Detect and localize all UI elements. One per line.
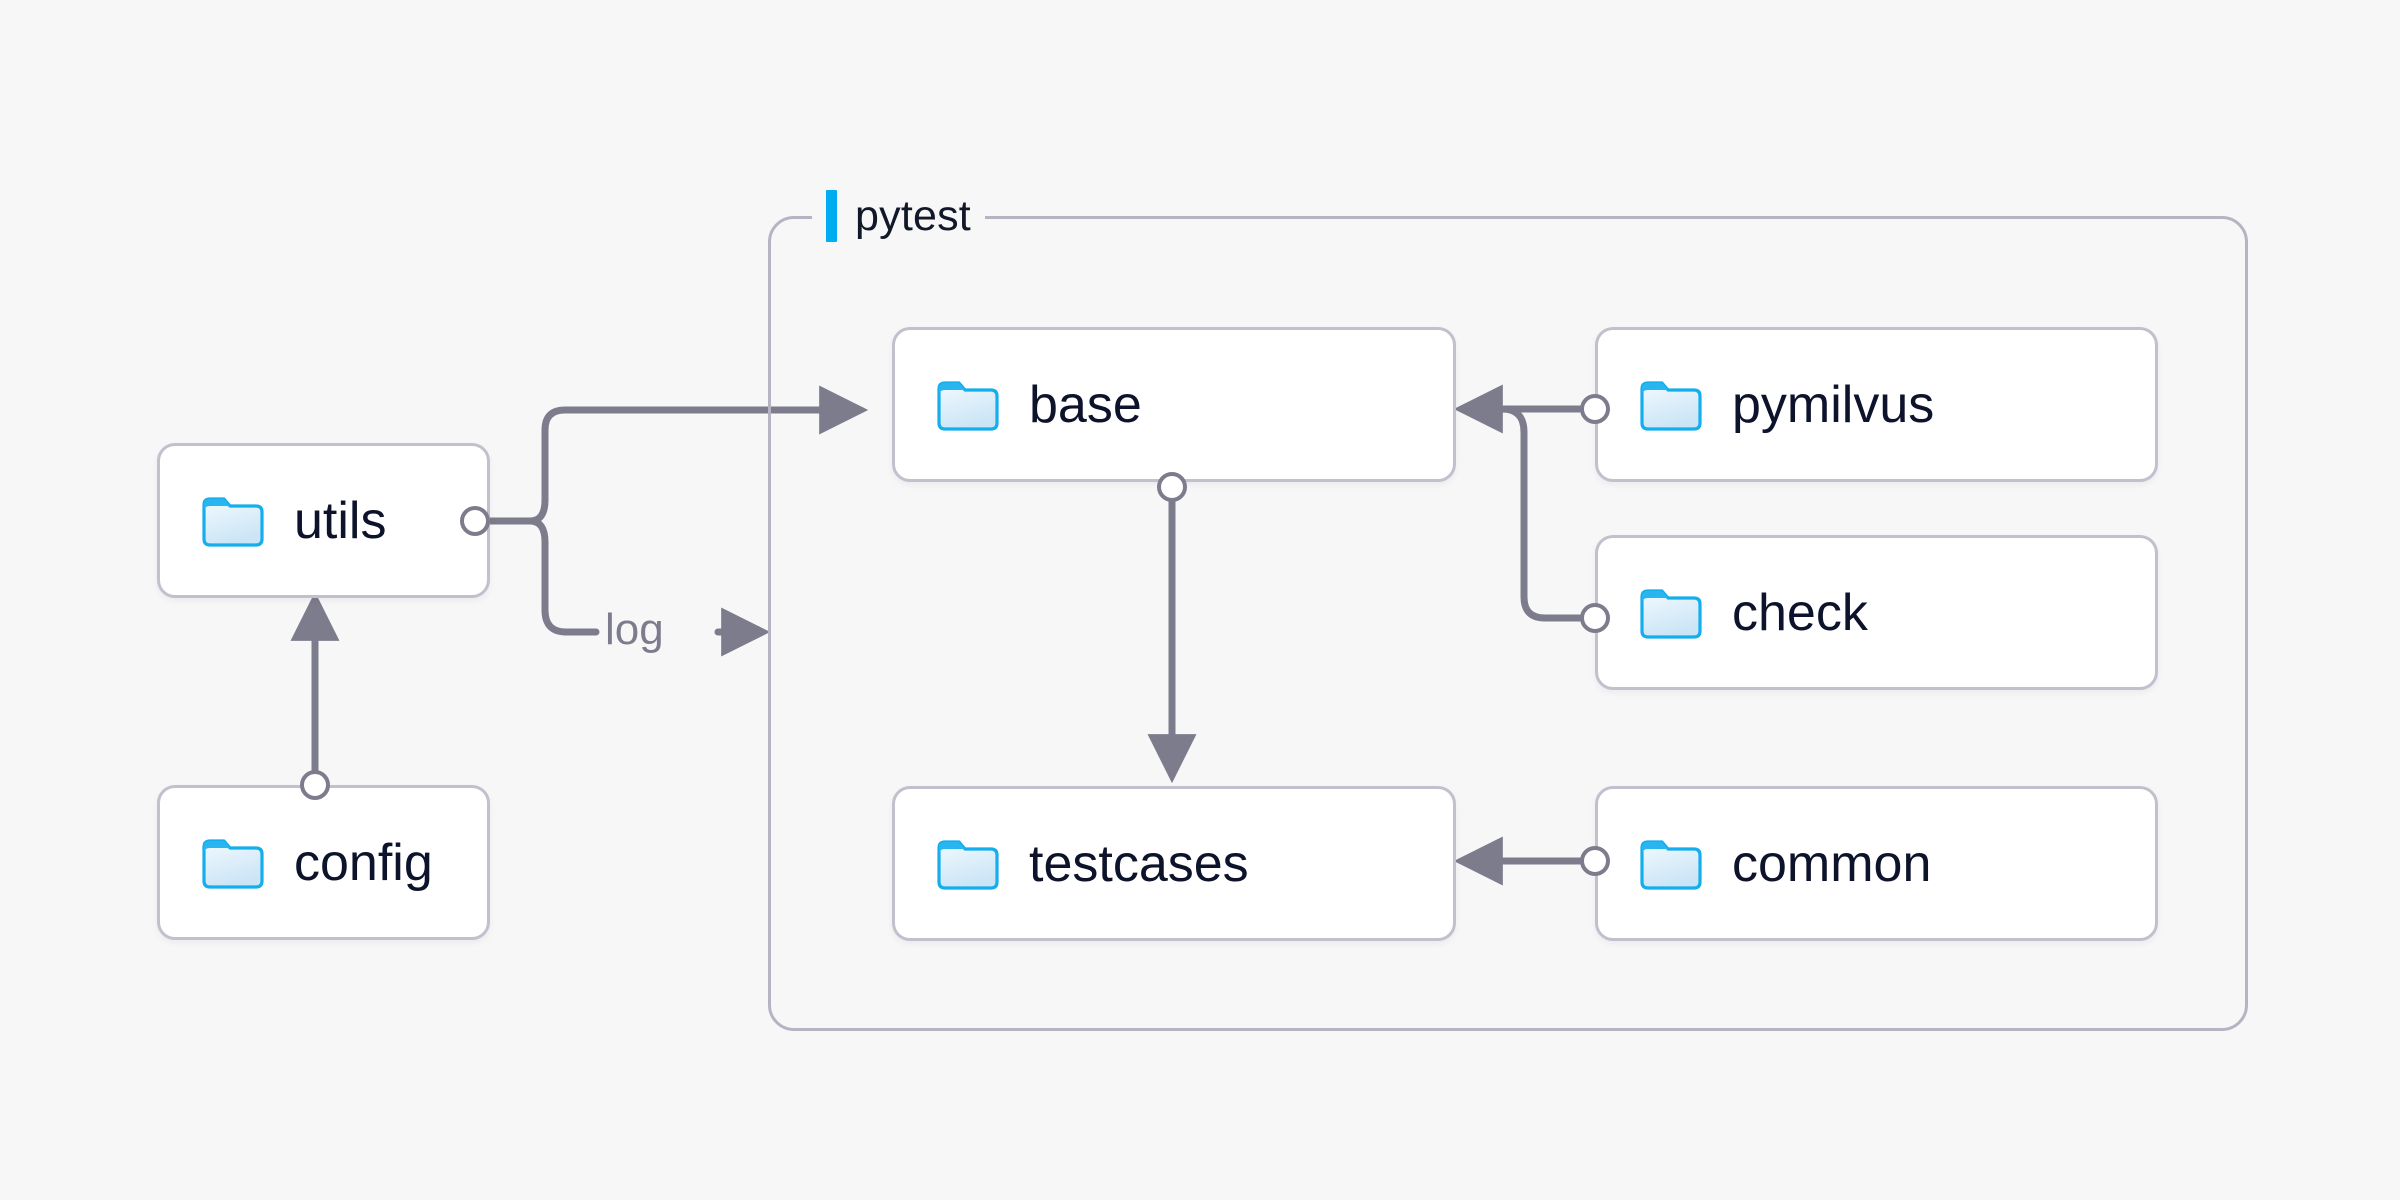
port-check-left[interactable] [1580,603,1610,633]
node-config-label: config [294,833,433,892]
port-base-bottom[interactable] [1157,472,1187,502]
node-check[interactable]: check [1595,535,2158,690]
edge-label-log: log [605,605,664,654]
folder-icon [202,496,264,547]
node-check-label: check [1732,583,1868,642]
node-base[interactable]: base [892,327,1456,482]
folder-icon [1640,380,1702,431]
node-testcases-label: testcases [1029,834,1249,893]
node-common-label: common [1732,834,1932,893]
node-utils-label: utils [294,491,387,550]
port-pymilvus-left[interactable] [1580,394,1610,424]
edge-utils-to-log [526,517,600,636]
port-config-top[interactable] [300,770,330,800]
node-pymilvus[interactable]: pymilvus [1595,327,2158,482]
node-testcases[interactable]: testcases [892,786,1456,941]
folder-icon [1640,839,1702,890]
folder-icon [937,380,999,431]
node-common[interactable]: common [1595,786,2158,941]
accent-bar-icon [826,190,837,242]
node-config[interactable]: config [157,785,490,940]
folder-icon [1640,588,1702,639]
folder-icon [202,838,264,889]
group-pytest-label-wrap: pytest [812,190,985,242]
node-pymilvus-label: pymilvus [1732,375,1935,434]
port-common-left[interactable] [1580,846,1610,876]
folder-icon [937,839,999,890]
group-pytest [768,216,2248,1031]
node-utils[interactable]: utils [157,443,490,598]
node-base-label: base [1029,375,1142,434]
port-utils-right[interactable] [460,506,490,536]
group-pytest-label: pytest [855,191,971,240]
